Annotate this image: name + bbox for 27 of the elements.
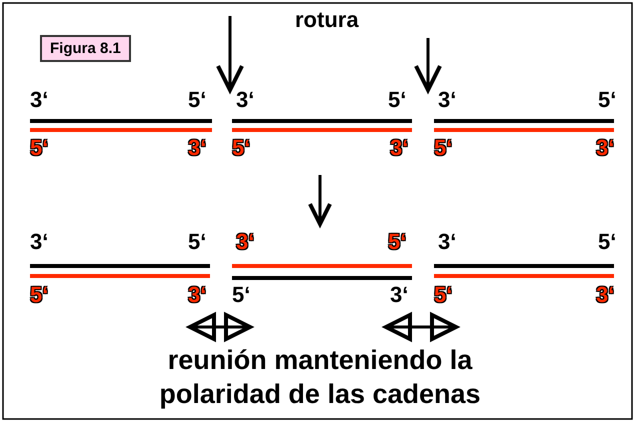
strand-end-label: 5‘ [598,230,616,254]
caption-text: reunión manteniendo la polaridad de las cadenas [158,344,482,411]
strand-end-label: 3‘ [596,136,614,160]
strand-end-label: 3‘ [188,136,206,160]
strand-end-label: 5‘ [388,88,406,112]
strand-end-label: 3‘ [30,88,48,112]
strand-end-label: 5‘ [598,88,616,112]
strand-end-label: 3‘ [596,283,614,307]
strand-end-label: 5‘ [434,283,452,307]
strand-end-label: 3‘ [390,283,408,307]
strand-end-label: 5‘ [188,88,206,112]
strand-end-label: 5‘ [232,283,250,307]
strand-end-label: 5‘ [232,136,250,160]
strand-end-label: 5‘ [434,136,452,160]
strand-end-label: 3‘ [390,136,408,160]
strand-end-label: 3‘ [236,230,254,254]
figure-number: Figura 8.1 [40,35,131,62]
annotation-text: rotura [295,8,359,32]
strand-end-label: 5‘ [388,230,406,254]
strand-end-label: 5‘ [188,230,206,254]
strand-end-label: 3‘ [438,88,456,112]
strand-end-label: 3‘ [236,88,254,112]
strand-end-label: 5‘ [30,283,48,307]
strand-end-label: 3‘ [438,230,456,254]
strand-end-label: 5‘ [30,136,48,160]
strand-end-label: 3‘ [188,283,206,307]
strand-end-label: 3‘ [30,230,48,254]
